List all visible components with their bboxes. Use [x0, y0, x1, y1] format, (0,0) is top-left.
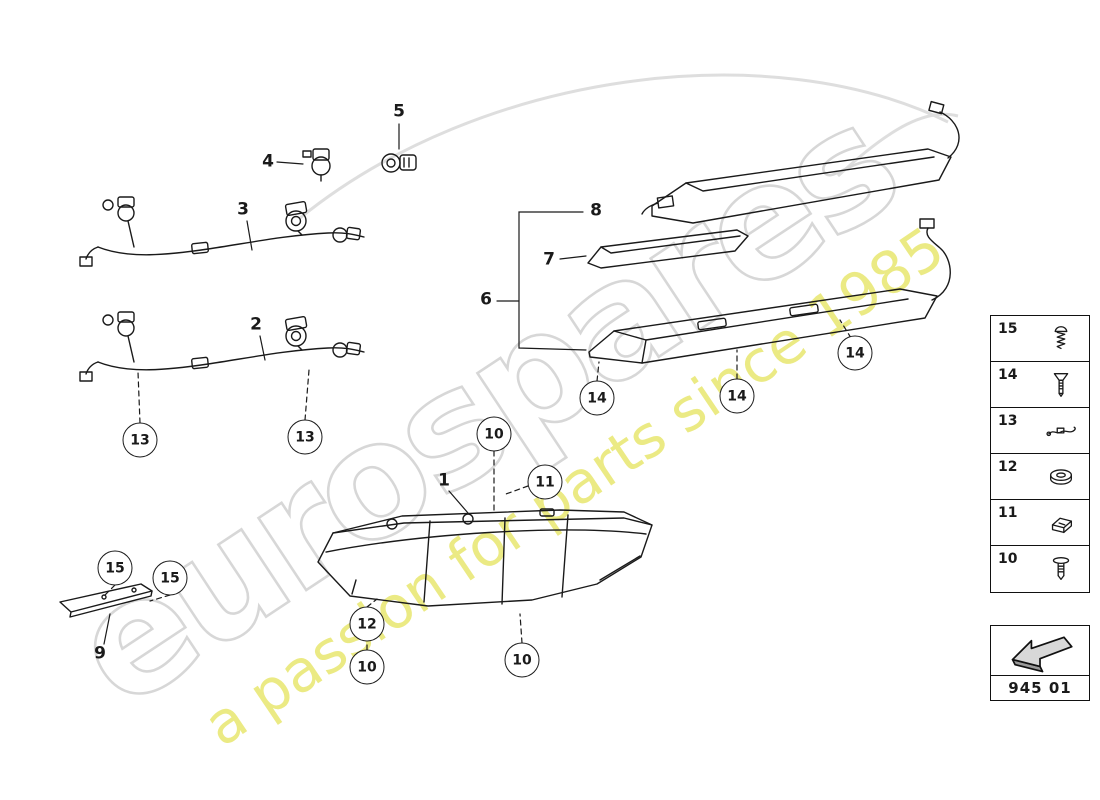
callout-11: 11 — [527, 464, 563, 500]
washer-icon — [1045, 460, 1077, 494]
legend-row-12: 12 — [991, 454, 1089, 500]
callout-label: 14 — [845, 345, 865, 361]
part-2-wiring-harness — [79, 311, 365, 382]
part-rear-light-bar — [588, 218, 951, 364]
legend-row-11: 11 — [991, 500, 1089, 546]
leader-lines — [103, 123, 852, 651]
legend-row-number: 15 — [998, 321, 1018, 337]
clip-nut-icon — [1045, 506, 1077, 540]
callout-14: 14 — [579, 380, 615, 416]
legend-row-10: 10 — [991, 546, 1089, 592]
callout-1: 1 — [438, 470, 450, 491]
part-code-box: 945 01 — [990, 625, 1090, 701]
callout-label: 14 — [727, 388, 747, 404]
callout-2: 2 — [250, 314, 262, 335]
legend-row-15: 15 — [991, 316, 1089, 362]
callout-10: 10 — [476, 416, 512, 452]
callout-14: 14 — [719, 378, 755, 414]
callout-13: 13 — [287, 419, 323, 455]
part-9-side-lens — [59, 583, 153, 618]
part-8-upper-assembly — [641, 100, 960, 224]
part-5-bulb — [381, 153, 417, 173]
callout-label: 11 — [535, 474, 555, 490]
legend-row-number: 11 — [998, 505, 1018, 521]
callout-label: 13 — [130, 432, 150, 448]
callout-7: 7 — [543, 249, 555, 270]
direction-arrow-icon — [991, 626, 1089, 675]
part-code: 945 01 — [991, 675, 1089, 700]
callout-8: 8 — [590, 200, 602, 221]
part-4-bulb-holder — [302, 148, 331, 182]
legend-row-number: 14 — [998, 367, 1018, 383]
push-rivet-icon — [1045, 552, 1077, 586]
hardware-legend: 15 14 13 — [990, 315, 1090, 593]
callout-label: 10 — [512, 652, 532, 668]
part-3-wiring-harness — [79, 196, 365, 267]
cable-tie-icon — [1045, 414, 1077, 448]
callout-13: 13 — [122, 422, 158, 458]
callout-label: 10 — [484, 426, 504, 442]
callout-14: 14 — [837, 335, 873, 371]
part-7-lens-strip — [587, 229, 749, 269]
callout-3: 3 — [237, 199, 249, 220]
callout-10: 10 — [504, 642, 540, 678]
callout-label: 15 — [160, 570, 180, 586]
callout-label: 12 — [357, 616, 377, 632]
callout-label: 14 — [587, 390, 607, 406]
legend-row-number: 13 — [998, 413, 1018, 429]
callout-15: 15 — [152, 560, 188, 596]
callout-label: 15 — [105, 560, 125, 576]
callout-5: 5 — [393, 101, 405, 122]
callout-label: 10 — [357, 659, 377, 675]
legend-row-14: 14 — [991, 362, 1089, 408]
countersunk-screw-icon — [1045, 368, 1077, 402]
callout-10: 10 — [349, 649, 385, 685]
legend-row-number: 10 — [998, 551, 1018, 567]
watermark: eurospares a passion for parts since 198… — [40, 71, 959, 760]
watermark-brand-text: eurospares — [41, 72, 926, 744]
callout-label: 13 — [295, 429, 315, 445]
callout-9: 9 — [94, 643, 106, 664]
legend-row-13: 13 — [991, 408, 1089, 454]
legend-row-number: 12 — [998, 459, 1018, 475]
callout-6: 6 — [480, 289, 492, 310]
callout-15: 15 — [97, 550, 133, 586]
pan-head-screw-icon — [1045, 322, 1077, 356]
part-1-taillight-assembly — [317, 508, 653, 607]
callout-12: 12 — [349, 606, 385, 642]
callout-4: 4 — [262, 151, 274, 172]
